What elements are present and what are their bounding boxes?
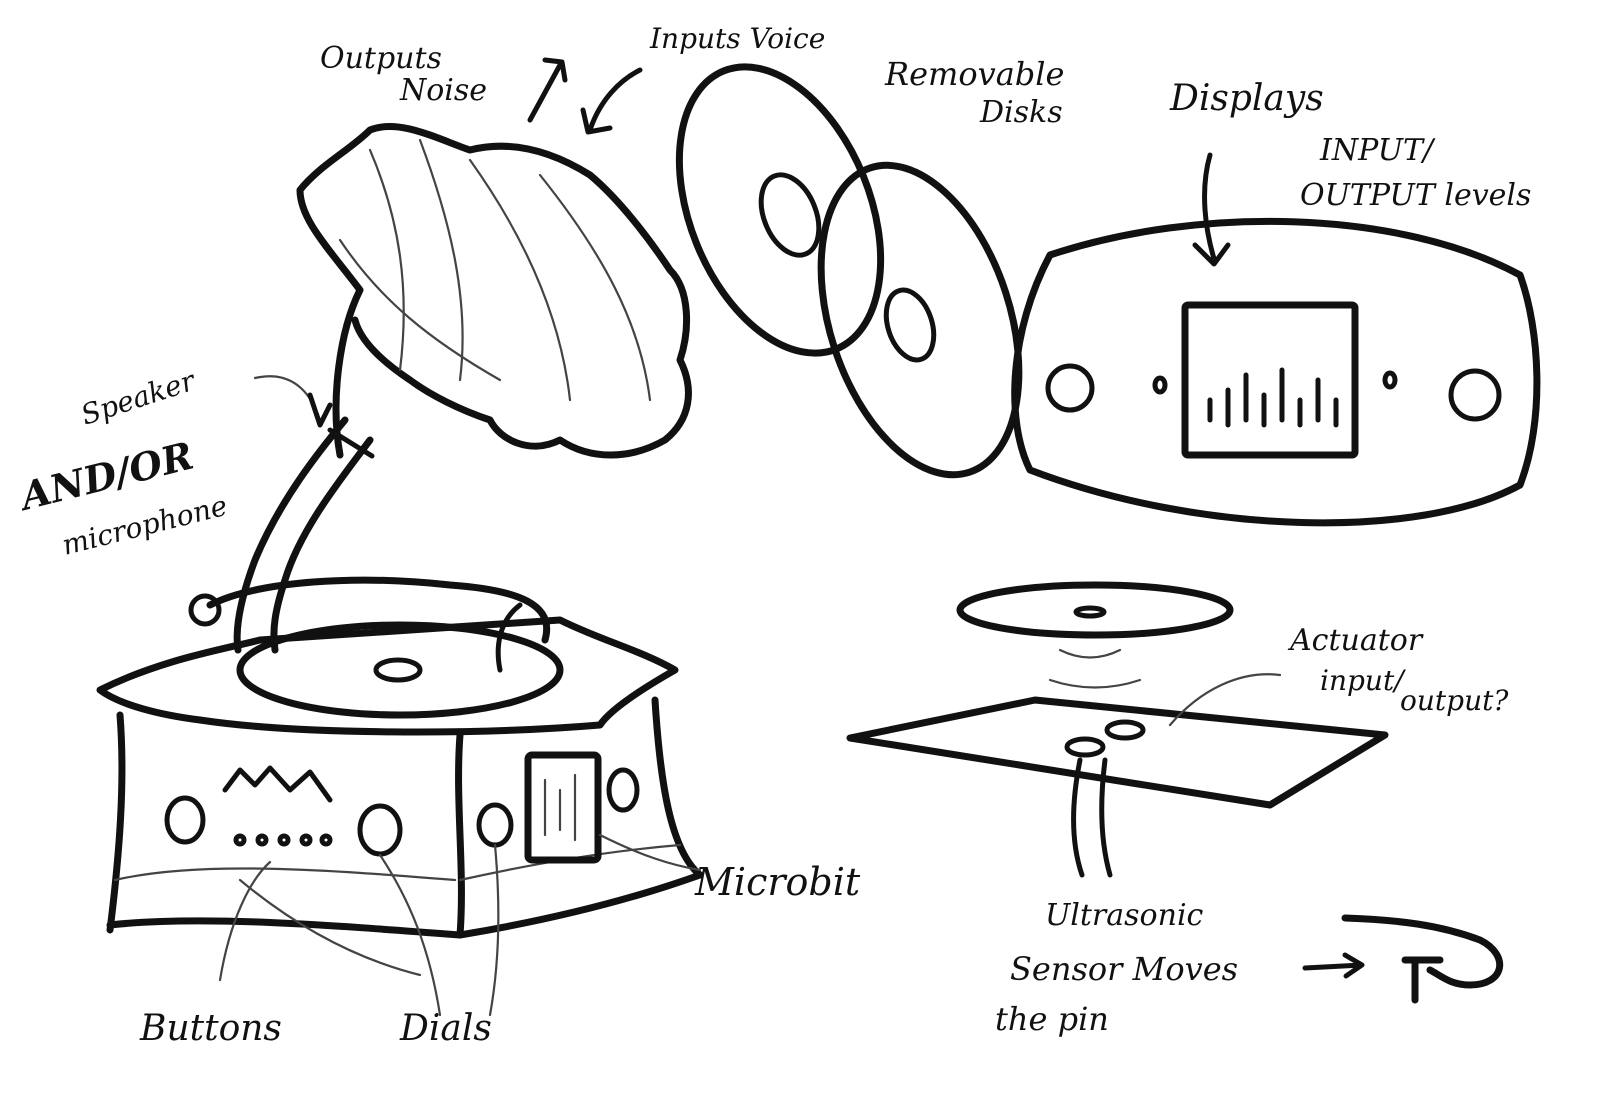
label-actuator-input: input/ — [1320, 664, 1406, 697]
label-noise: Noise — [399, 73, 487, 108]
label-displays: Displays — [1169, 78, 1324, 119]
gramophone-box — [96, 576, 704, 939]
up-arrow-icon — [527, 57, 568, 123]
label-the-pin: the pin — [995, 1000, 1109, 1038]
label-buttons: Buttons — [139, 1008, 282, 1049]
label-input: INPUT/ — [1319, 133, 1436, 168]
down-arrow-icon — [580, 67, 643, 135]
gramophone-horn — [233, 123, 692, 654]
level-bars-icon — [1207, 367, 1339, 428]
label-outputs: Outputs — [320, 41, 442, 76]
annotation-arrows — [218, 57, 1365, 1017]
label-actuator: Actuator — [1287, 623, 1424, 658]
label-dials: Dials — [399, 1008, 492, 1049]
label-actuator-output: output? — [1400, 684, 1509, 717]
label-speaker: Speaker — [77, 364, 200, 432]
label-disks: Disks — [979, 95, 1063, 130]
right-arrow-icon — [1302, 952, 1365, 979]
label-ultrasonic: Ultrasonic — [1045, 898, 1204, 933]
pin-mechanism — [846, 581, 1504, 1004]
display-unit — [1011, 217, 1541, 527]
label-output-levels: OUTPUT levels — [1300, 178, 1531, 213]
label-inputs-voice: Inputs Voice — [649, 22, 825, 55]
label-sensor-moves: Sensor Moves — [1010, 950, 1238, 988]
removable-disks — [675, 63, 1023, 479]
label-microbit: Microbit — [694, 860, 861, 904]
label-removable: Removable — [884, 55, 1064, 93]
